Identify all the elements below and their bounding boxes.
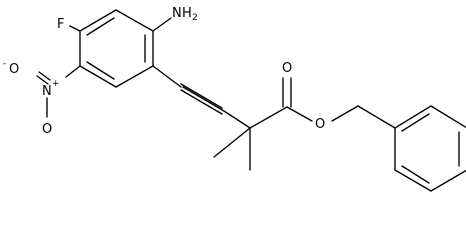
bond-ring2-e xyxy=(394,169,432,192)
bond-carbonyl-o xyxy=(286,106,313,122)
bond-alkyne-3 xyxy=(182,86,225,112)
bond-ring2-d xyxy=(430,169,466,192)
bond-ch2-ring xyxy=(357,105,396,129)
bond-ring1-d xyxy=(79,65,117,88)
bond-ring2-a-inner xyxy=(401,113,430,132)
bond-ring1-f-inner xyxy=(86,17,115,36)
chemical-structure: F N H 2 N + - O O O O xyxy=(3,6,466,192)
atom-carbonyl-o: O xyxy=(282,61,292,76)
bond-o-ch2 xyxy=(331,105,359,122)
atom-nitro-o-minus-sign: - xyxy=(3,59,6,69)
bond-ring1-f xyxy=(79,9,117,32)
bond-alkyne-2 xyxy=(180,89,223,115)
bond-ring2-a xyxy=(394,105,432,129)
bond-n-o-double-b xyxy=(36,75,49,85)
bond-cq-methyl-2 xyxy=(213,127,251,158)
benzyl-ring xyxy=(394,105,466,192)
bond-ring2-e-inner xyxy=(401,165,430,184)
bond-ring1-d-inner xyxy=(86,61,115,80)
bond-ring1-c xyxy=(115,65,154,88)
atom-fluorine: F xyxy=(57,17,64,32)
atom-amine-subscript: 2 xyxy=(192,13,198,23)
atom-amine-n: N xyxy=(172,6,182,21)
atom-ester-o: O xyxy=(315,117,325,132)
atom-amine-h: H xyxy=(182,6,192,21)
bond-alkyne-1 xyxy=(180,83,223,109)
bond-alkyne-cq xyxy=(223,110,251,129)
atom-nitro-charge: + xyxy=(52,79,60,89)
bond-c-f xyxy=(69,25,81,32)
bond-ring2-b xyxy=(430,105,466,129)
aniline-ring xyxy=(79,9,154,88)
bond-n-o-double-a xyxy=(38,71,51,81)
bond-ring-alkyne xyxy=(152,65,182,88)
atom-nitro-n: N xyxy=(42,84,52,99)
bond-c-no2 xyxy=(65,65,81,78)
atom-nitro-o: O xyxy=(42,122,52,137)
bond-cq-carbonyl xyxy=(249,106,288,129)
bond-ring1-a xyxy=(115,9,154,32)
atom-nitro-o-minus: O xyxy=(9,62,19,77)
bond-c-nh2 xyxy=(152,17,172,32)
